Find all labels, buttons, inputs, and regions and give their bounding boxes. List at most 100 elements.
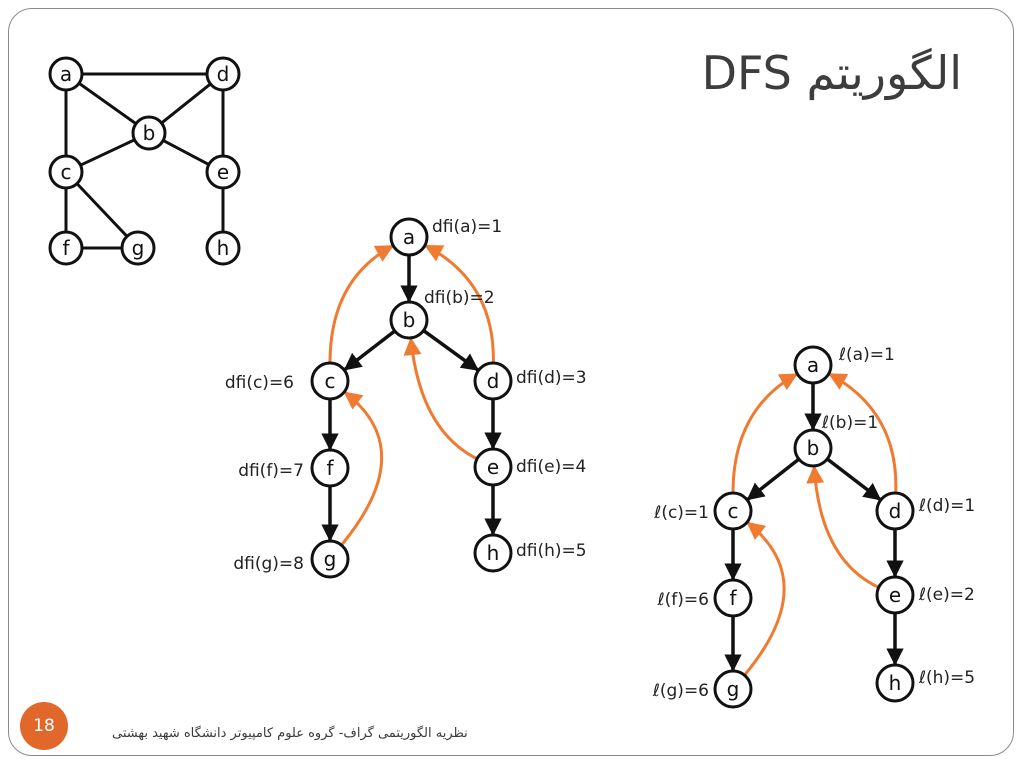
low-node-h-circle: [875, 663, 915, 703]
dfi-node-c-letter: c: [325, 369, 336, 393]
dfi-back-edge-e-b: [403, 337, 478, 461]
low-label-a: ℓ(a)=1: [838, 345, 895, 365]
low-node-g-letter: g: [727, 677, 740, 701]
low-back-edge-e-b: [806, 465, 880, 589]
original-node-b: b: [131, 115, 167, 151]
original-node-f-letter: f: [62, 236, 70, 260]
low-back-edge-d-a: [828, 372, 898, 494]
dfi-node-e-letter: e: [487, 455, 499, 479]
original-node-g-circle: [120, 230, 156, 266]
slide-frame: [8, 8, 1014, 756]
original-node-h-letter: h: [217, 236, 230, 260]
dfi-node-a: a: [389, 217, 429, 257]
original-node-c: c: [48, 154, 84, 190]
low-node-b: b: [793, 428, 833, 468]
dfi-label-c: dfi(c)=6: [225, 373, 294, 393]
low-node-a-letter: a: [807, 353, 819, 377]
dfi-label-d: dfi(d)=3: [516, 368, 587, 388]
slide-title: الگوریتم DFS: [701, 46, 962, 100]
dfi-node-c-circle: [310, 361, 350, 401]
low-label-e: ℓ(e)=2: [918, 585, 975, 605]
dfi-label-e: dfi(e)=4: [516, 457, 586, 477]
low-node-b-circle: [793, 428, 833, 468]
low-label-c: ℓ(c)=1: [653, 503, 709, 523]
original-node-e-letter: e: [217, 160, 229, 184]
dfi-tree-edge-b-d: [422, 329, 480, 372]
dfi-label-h: dfi(h)=5: [516, 541, 587, 561]
low-label-h: ℓ(h)=5: [918, 668, 975, 688]
dfi-back-edge-d-a: [424, 244, 495, 364]
low-label-f: ℓ(f)=6: [657, 590, 709, 610]
low-node-a: a: [793, 345, 833, 385]
low-back-edge-c-a: [731, 373, 799, 494]
dfi-node-f-circle: [310, 448, 350, 488]
slide-footer: نظریه الگوریتمی گراف- گروه علوم کامپیوتر…: [112, 726, 468, 741]
low-label-b: ℓ(b)=1: [821, 413, 878, 433]
low-node-d: d: [875, 491, 915, 531]
original-node-d-circle: [205, 56, 241, 92]
original-node-b-circle: [131, 115, 167, 151]
original-node-a-letter: a: [60, 62, 72, 86]
dfi-node-e-circle: [473, 447, 513, 487]
low-node-g-circle: [713, 669, 753, 709]
dfi-node-a-circle: [389, 217, 429, 257]
low-node-c-circle: [713, 491, 753, 531]
dfi-node-f-letter: f: [326, 456, 334, 480]
low-node-e: e: [875, 575, 915, 615]
dfi-node-d-letter: d: [487, 369, 500, 393]
dfi-node-g-letter: g: [324, 547, 337, 571]
low-node-e-letter: e: [889, 583, 901, 607]
original-edge-b-e: [162, 139, 210, 166]
dfi-node-a-letter: a: [403, 225, 415, 249]
low-node-c-letter: c: [728, 499, 739, 523]
low-node-h: h: [875, 663, 915, 703]
original-edge-b-c: [79, 138, 136, 167]
original-node-g-letter: g: [132, 236, 145, 260]
original-node-e-circle: [205, 154, 241, 190]
original-edge-c-g: [75, 182, 129, 238]
dfi-node-c: c: [310, 361, 350, 401]
low-node-d-circle: [875, 491, 915, 531]
dfi-node-g: g: [310, 539, 350, 579]
low-node-f: f: [713, 578, 753, 618]
dfi-node-f: f: [310, 448, 350, 488]
dfi-node-g-circle: [310, 539, 350, 579]
low-label-g: ℓ(g)=6: [652, 681, 709, 701]
dfi-tree-edge-b-c: [343, 329, 396, 371]
original-node-f-circle: [48, 230, 84, 266]
dfi-label-f: dfi(f)=7: [238, 461, 304, 481]
original-node-d: d: [205, 56, 241, 92]
low-node-b-letter: b: [807, 436, 820, 460]
low-node-a-circle: [793, 345, 833, 385]
low-tree-edge-b-c: [746, 457, 800, 501]
low-node-f-letter: f: [729, 586, 737, 610]
dfi-node-h-circle: [473, 533, 513, 573]
low-node-g: g: [713, 669, 753, 709]
low-tree-edge-b-d: [826, 457, 882, 501]
dfi-back-edge-g-c: [340, 391, 384, 547]
original-node-g: g: [120, 230, 156, 266]
dfi-node-b: b: [389, 300, 429, 340]
low-node-e-circle: [875, 575, 915, 615]
dfi-node-b-circle: [389, 300, 429, 340]
original-node-d-letter: d: [217, 62, 230, 86]
dfi-node-b-letter: b: [403, 308, 416, 332]
original-node-f: f: [48, 230, 84, 266]
low-node-h-letter: h: [889, 671, 902, 695]
dfi-node-d: d: [473, 361, 513, 401]
original-node-c-circle: [48, 154, 84, 190]
dfi-node-e: e: [473, 447, 513, 487]
low-back-edge-g-c: [743, 521, 786, 677]
dfi-label-b: dfi(b)=2: [424, 288, 495, 308]
dfi-node-h-letter: h: [487, 541, 500, 565]
dfi-label-g: dfi(g)=8: [233, 554, 304, 574]
original-graph: a b c d e f g h: [48, 56, 241, 266]
page-number-badge: 18: [20, 702, 68, 750]
original-node-e: e: [205, 154, 241, 190]
low-node-c: c: [713, 491, 753, 531]
original-node-b-letter: b: [143, 121, 156, 145]
